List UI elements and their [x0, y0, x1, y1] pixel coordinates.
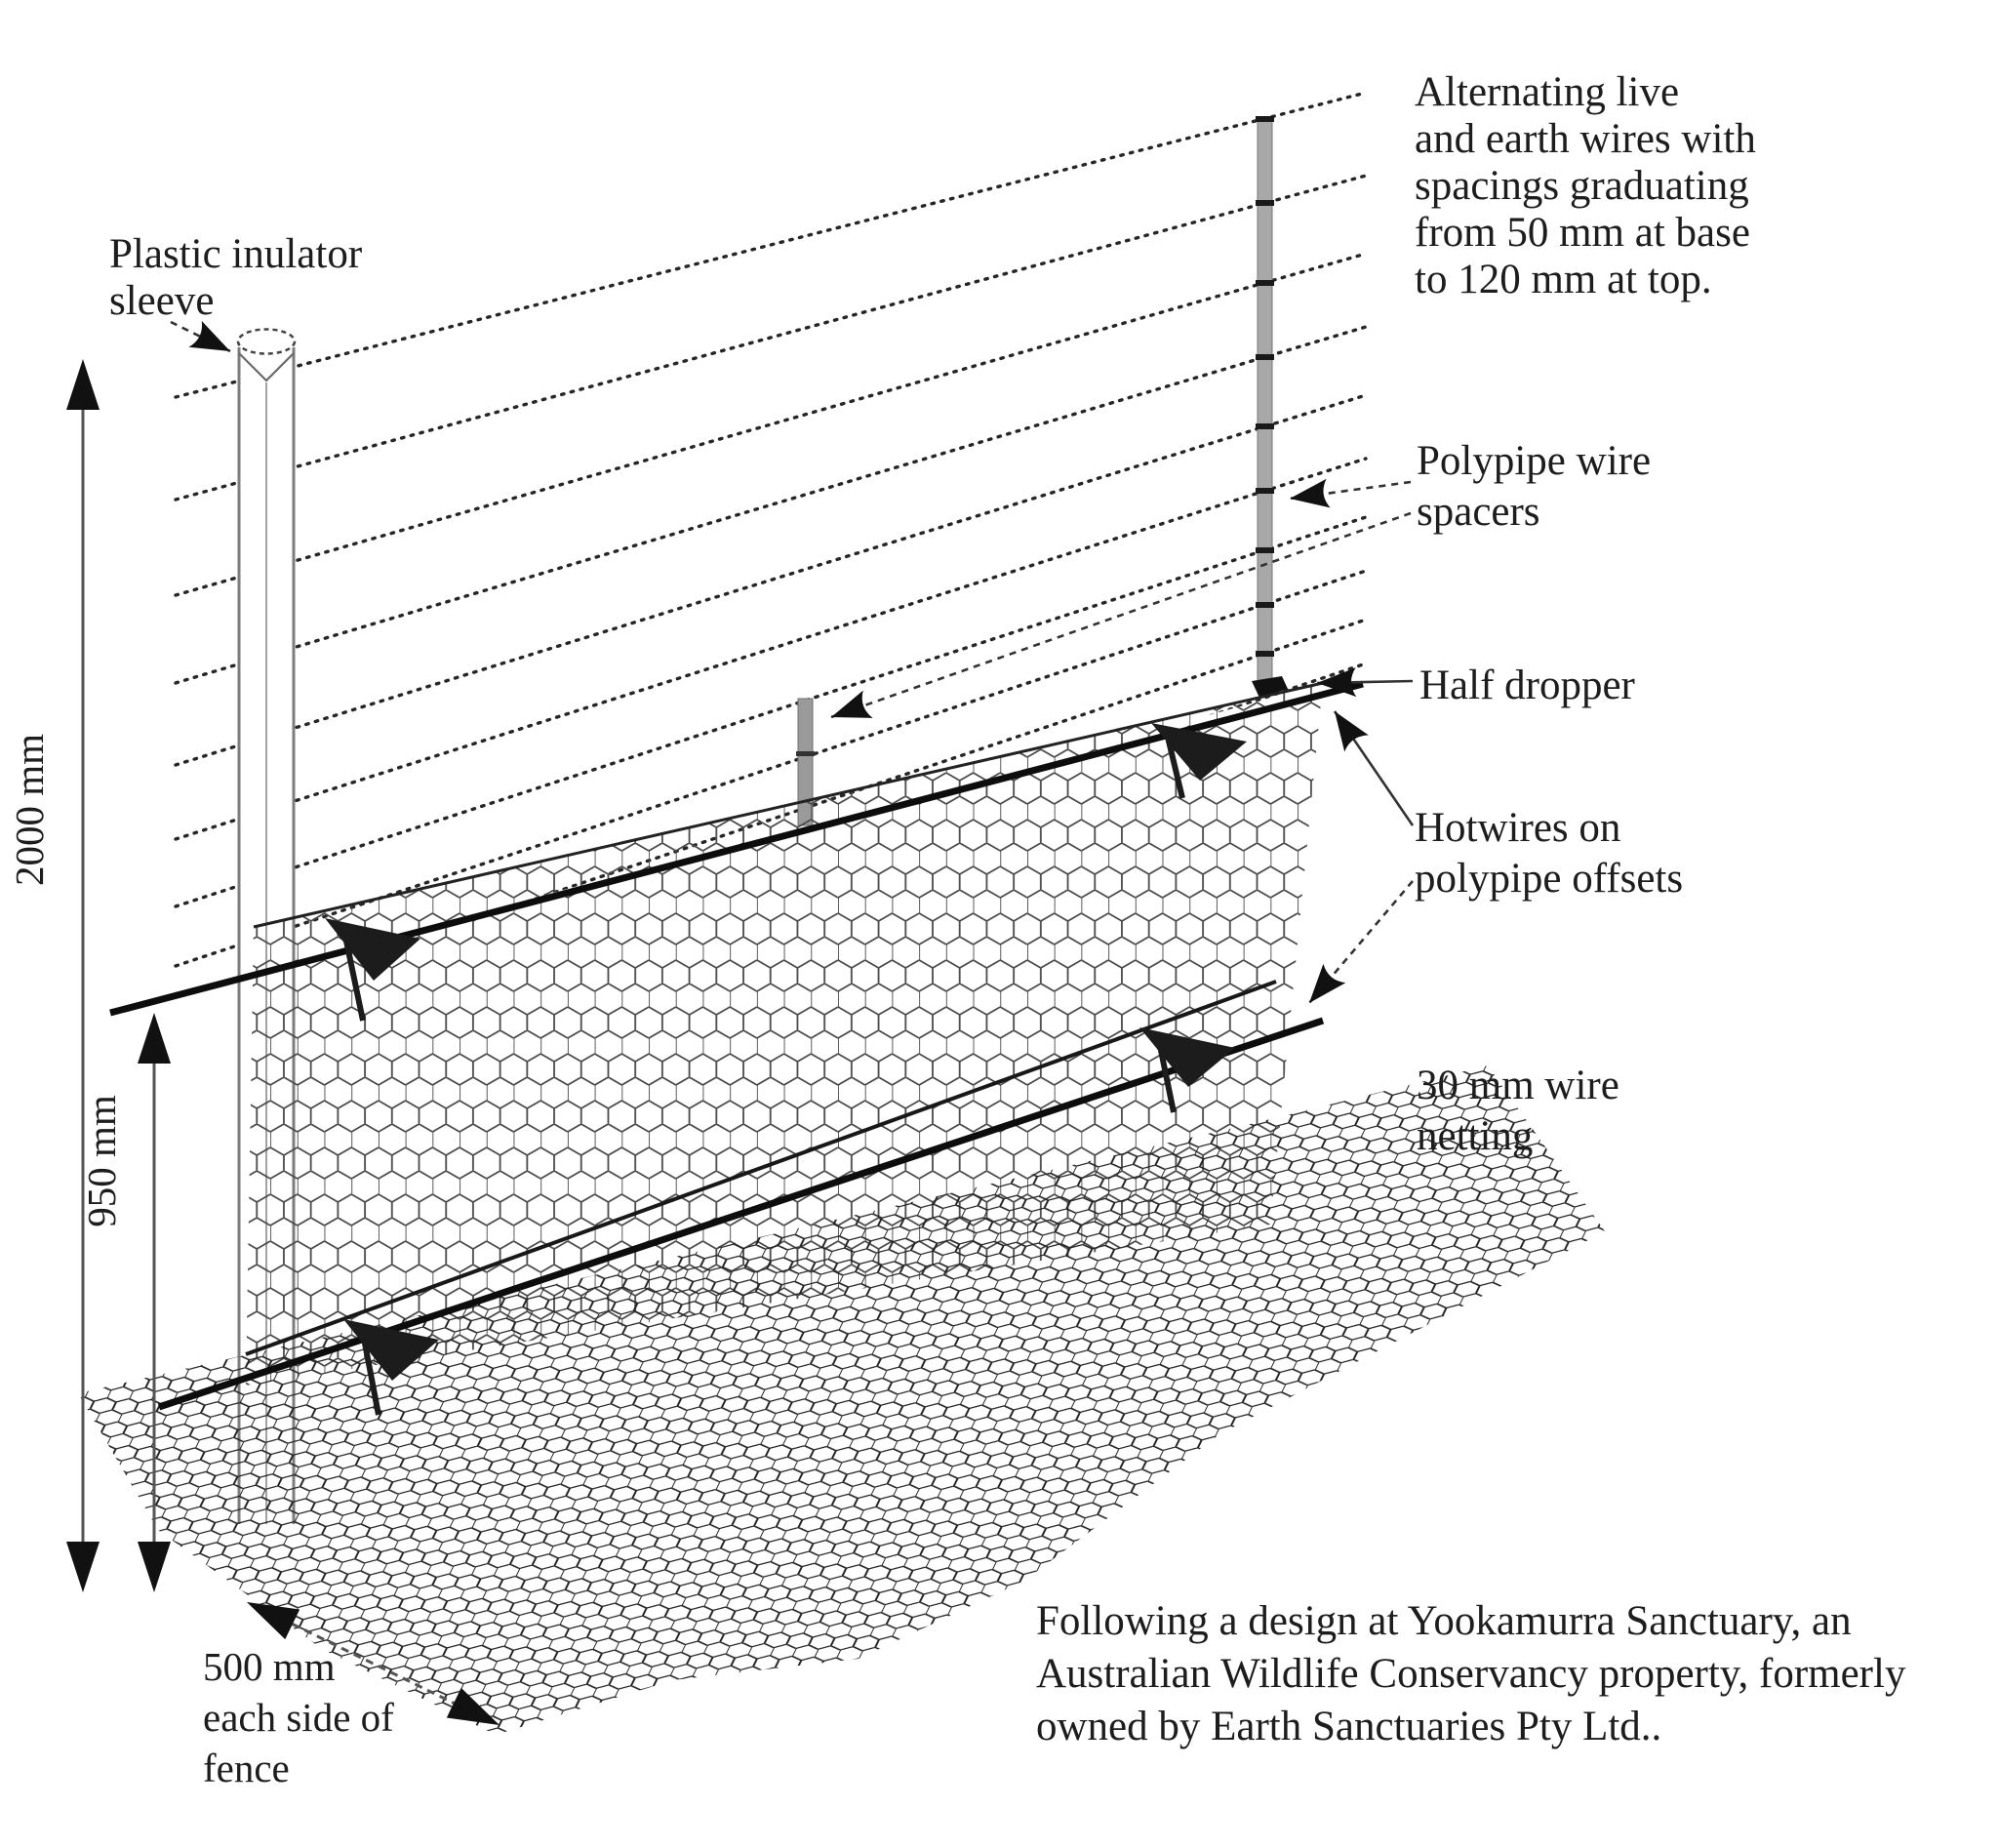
- ground-apron-netting: [78, 1065, 1605, 1735]
- dim-500-label: 500 mm: [203, 1644, 336, 1689]
- credit-text: owned by Earth Sanctuaries Pty Ltd..: [1036, 1704, 1661, 1749]
- electric-wire: [174, 393, 1368, 767]
- pointer-polypipe-spacer-middle: [830, 511, 1412, 719]
- pointer-polypipe-spacer-right: [1289, 478, 1412, 508]
- label-alternating-wires: Alternating live: [1415, 69, 1679, 115]
- dim-500-label: each side of: [203, 1695, 394, 1740]
- credit-text: Following a design at Yookamurra Sanctua…: [1036, 1598, 1852, 1644]
- netting-top-edge: [253, 681, 1324, 929]
- dim-500: 500 mm each side of fence: [203, 1587, 507, 1790]
- pointer-hotwire-lower: [1308, 880, 1414, 1004]
- label-hotwires: polypipe offsets: [1415, 856, 1683, 902]
- label-wire-netting: 30 mm wire: [1417, 1063, 1619, 1108]
- hotwire-upper: [109, 680, 1364, 1017]
- dim-500-label: fence: [203, 1746, 290, 1790]
- electric-wire: [174, 457, 1368, 841]
- pointer-plastic-sleeve: [170, 320, 231, 353]
- offset-bracket: [1139, 1027, 1235, 1113]
- electric-wire: [174, 515, 1368, 908]
- netting-ground-fold: [245, 980, 1277, 1356]
- spacer-foot: [1252, 676, 1288, 698]
- offset-bracket-group: [325, 723, 1247, 1416]
- electric-wire: [174, 569, 1368, 968]
- offset-bracket: [343, 1319, 439, 1416]
- dim-950-label: 950 mm: [79, 1095, 124, 1227]
- hotwire-lower: [157, 1017, 1325, 1411]
- pointer-line-group: [170, 320, 1415, 1004]
- insulator-sleeve-cap: [236, 328, 297, 355]
- offset-bracket: [1151, 723, 1247, 799]
- electric-wire: [174, 325, 1368, 685]
- label-alternating-wires: spacings graduating: [1415, 163, 1749, 209]
- label-polypipe-spacers: spacers: [1417, 489, 1540, 535]
- dim-2000: 2000 mm: [7, 359, 100, 1592]
- electric-wire: [174, 174, 1368, 502]
- wire-spacer-bar: [1252, 116, 1288, 698]
- label-alternating-wires: from 50 mm at base: [1415, 210, 1750, 256]
- electric-wire: [174, 91, 1368, 399]
- pointer-half-dropper: [1316, 667, 1414, 698]
- dim-950: 950 mm: [79, 1013, 171, 1592]
- label-alternating-wires: and earth wires with: [1415, 116, 1756, 162]
- offset-bracket: [325, 918, 420, 1022]
- label-plastic-sleeve: sleeve: [109, 278, 214, 324]
- label-half-dropper: Half dropper: [1419, 663, 1635, 708]
- annotation-group: Plastic inulator sleeve Alternating live…: [109, 69, 1906, 1749]
- label-plastic-sleeve: Plastic inulator: [109, 231, 362, 277]
- label-hotwires: Hotwires on: [1415, 805, 1620, 851]
- electric-wire: [174, 252, 1368, 597]
- label-wire-netting: netting: [1417, 1113, 1533, 1159]
- credit-text: Australian Wildlife Conservancy property…: [1036, 1651, 1906, 1697]
- label-polypipe-spacers: Polypipe wire: [1417, 438, 1651, 484]
- pointer-hotwire-upper: [1333, 710, 1415, 826]
- dim-2000-label: 2000 mm: [7, 734, 52, 886]
- label-alternating-wires: to 120 mm at top.: [1415, 257, 1712, 302]
